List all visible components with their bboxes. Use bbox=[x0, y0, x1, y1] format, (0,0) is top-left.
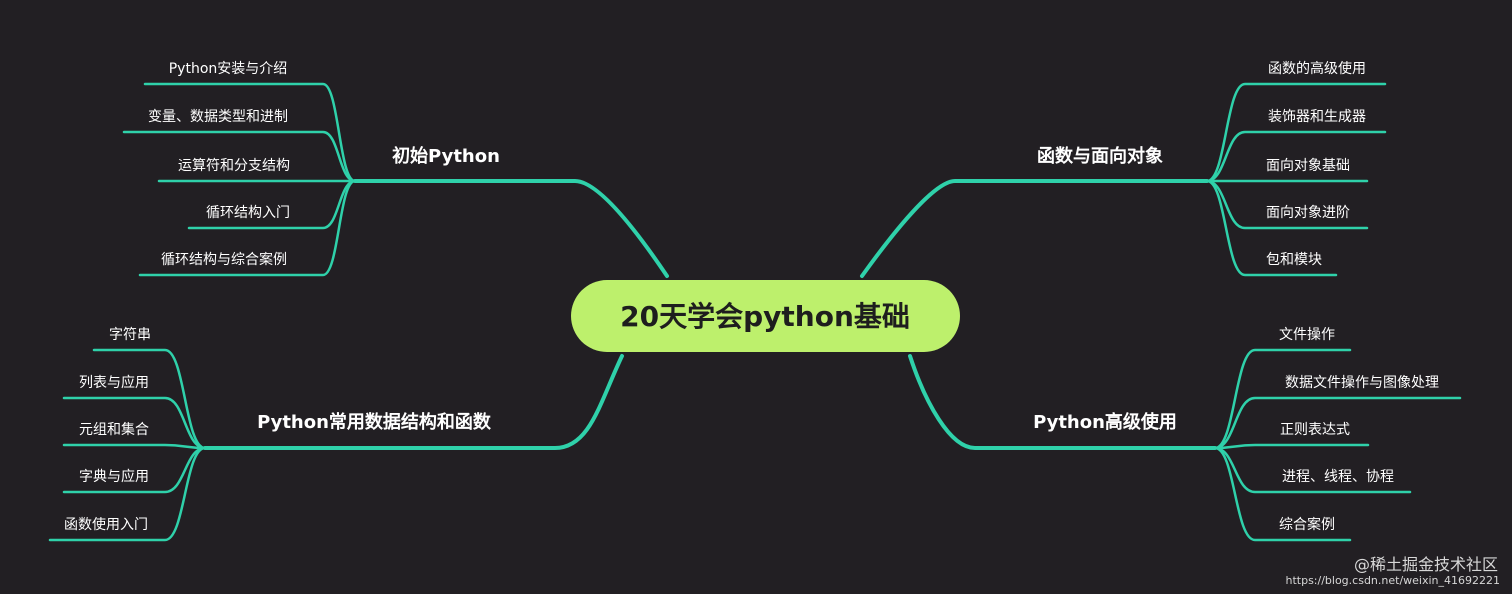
root-node-box bbox=[571, 280, 960, 352]
leaf-label-2-4[interactable]: 字典与应用 bbox=[79, 468, 149, 485]
leaf-label-2-3[interactable]: 元组和集合 bbox=[79, 421, 149, 438]
leaf-label-1-2[interactable]: 变量、数据类型和进制 bbox=[148, 109, 288, 125]
branch-label-2[interactable]: Python常用数据结构和函数 bbox=[257, 411, 492, 433]
branch-label-3[interactable]: 函数与面向对象 bbox=[1037, 145, 1163, 167]
leaf-connector-2-3 bbox=[62, 443, 207, 450]
leaf-connector-4-3 bbox=[1213, 443, 1370, 450]
watermark-line2: https://blog.csdn.net/weixin_41692221 bbox=[1285, 574, 1500, 587]
branch-4: Python高级使用 文件操作数据文件操作与图像处理正则表达式进程、线程、协程综合… bbox=[1033, 327, 1439, 533]
leaf-connector-2-2 bbox=[62, 396, 207, 450]
branches: 初始Python Python安装与介绍变量、数据类型和进制运算符和分支结构循环结… bbox=[64, 60, 1439, 533]
leaf-connector-3-1 bbox=[1205, 82, 1387, 183]
leaf-label-4-1[interactable]: 文件操作 bbox=[1279, 327, 1335, 343]
leaf-label-4-4[interactable]: 进程、线程、协程 bbox=[1282, 469, 1394, 485]
leaf-connector-1-2 bbox=[122, 130, 357, 183]
leaf-label-3-3[interactable]: 面向对象基础 bbox=[1266, 157, 1350, 174]
leaf-label-1-1[interactable]: Python安装与介绍 bbox=[169, 61, 288, 77]
branch-connector-2 bbox=[203, 354, 624, 450]
leaf-connector-2-1 bbox=[92, 348, 207, 450]
root-node[interactable]: 20天学会python基础 bbox=[571, 280, 960, 352]
leaf-connector-1-1 bbox=[143, 82, 357, 183]
leaf-connector-2-5 bbox=[48, 446, 207, 542]
leaf-connector-4-2 bbox=[1213, 396, 1462, 450]
leaf-connector-3-2 bbox=[1205, 130, 1387, 183]
leaf-connector-3-5 bbox=[1205, 179, 1338, 277]
connectors bbox=[48, 82, 1462, 542]
leaf-label-3-4[interactable]: 面向对象进阶 bbox=[1266, 205, 1350, 221]
leaf-label-1-5[interactable]: 循环结构与综合案例 bbox=[161, 251, 287, 268]
leaf-connector-1-5 bbox=[138, 179, 357, 277]
leaf-label-2-2[interactable]: 列表与应用 bbox=[79, 374, 149, 391]
leaf-label-4-2[interactable]: 数据文件操作与图像处理 bbox=[1285, 375, 1439, 391]
leaf-label-3-5[interactable]: 包和模块 bbox=[1266, 252, 1322, 268]
branch-1: 初始Python Python安装与介绍变量、数据类型和进制运算符和分支结构循环结… bbox=[148, 61, 500, 268]
watermark-line1: @稀土掘金技术社区 bbox=[1353, 555, 1498, 574]
branch-connector-4 bbox=[908, 354, 1217, 450]
leaf-label-2-1[interactable]: 字符串 bbox=[109, 327, 151, 343]
leaf-label-1-3[interactable]: 运算符和分支结构 bbox=[178, 158, 290, 174]
leaf-label-3-1[interactable]: 函数的高级使用 bbox=[1268, 60, 1366, 77]
branch-connector-1 bbox=[353, 179, 669, 278]
leaf-label-4-3[interactable]: 正则表达式 bbox=[1280, 422, 1350, 438]
root-node-label: 20天学会python基础 bbox=[620, 300, 910, 333]
leaf-label-3-2[interactable]: 装饰器和生成器 bbox=[1268, 109, 1366, 125]
leaf-connector-4-1 bbox=[1213, 348, 1352, 450]
leaf-connector-4-5 bbox=[1213, 446, 1352, 542]
branch-connector-3 bbox=[860, 179, 1209, 278]
branch-label-4[interactable]: Python高级使用 bbox=[1033, 411, 1177, 433]
leaf-label-2-5[interactable]: 函数使用入门 bbox=[64, 516, 148, 533]
leaf-label-1-4[interactable]: 循环结构入门 bbox=[206, 205, 290, 221]
leaf-label-4-5[interactable]: 综合案例 bbox=[1279, 516, 1335, 533]
branch-label-1[interactable]: 初始Python bbox=[392, 145, 500, 167]
